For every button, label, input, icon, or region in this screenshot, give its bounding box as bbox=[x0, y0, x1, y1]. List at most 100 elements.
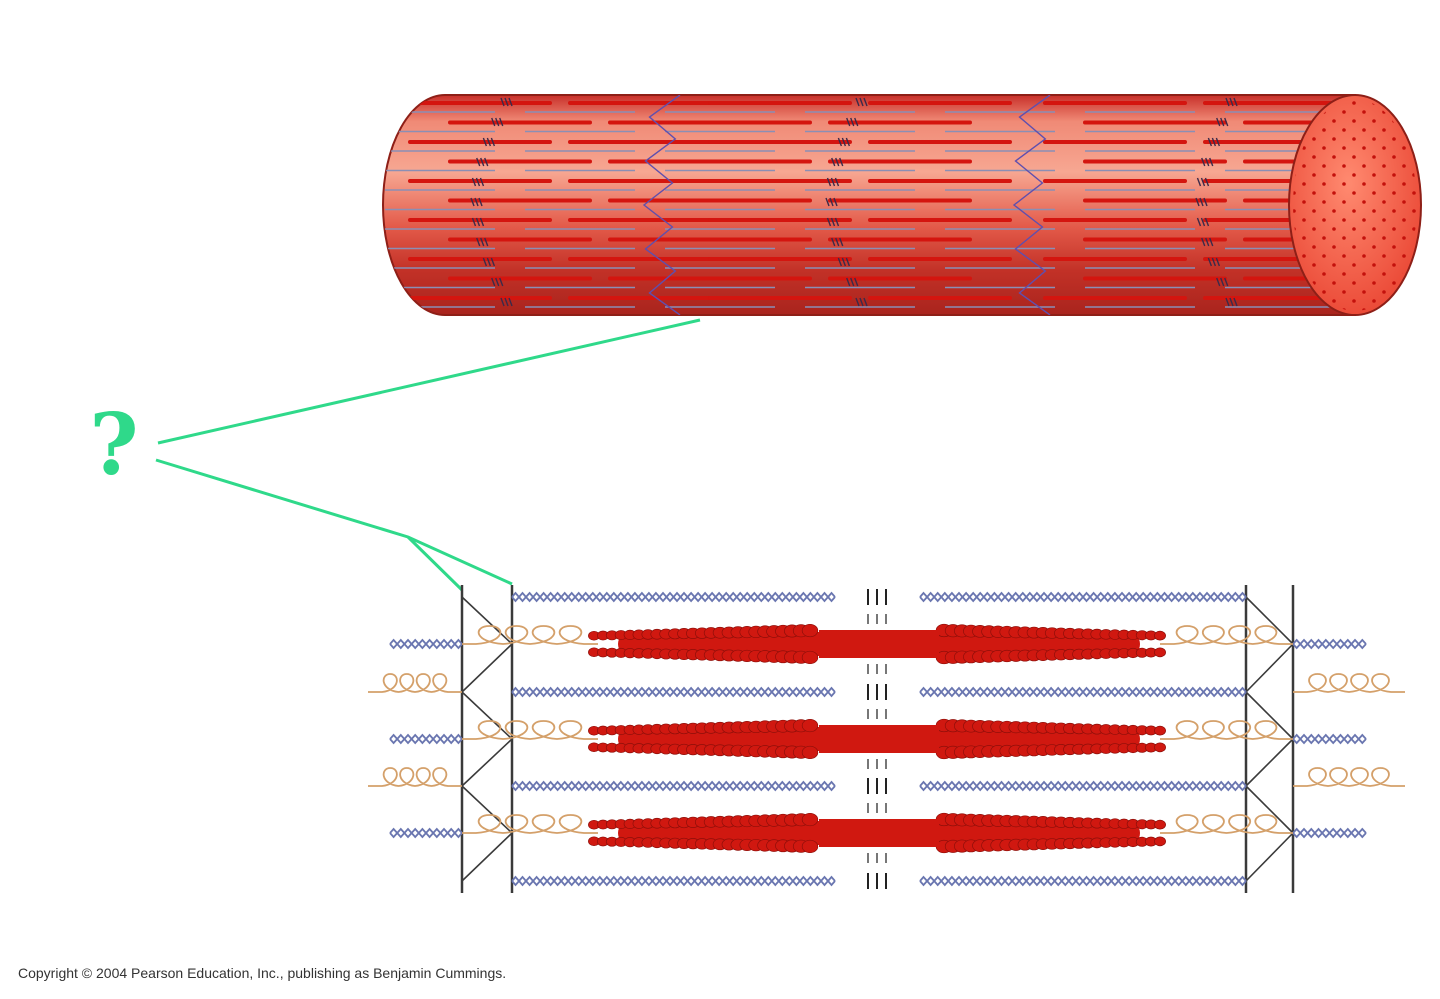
m-line-tick bbox=[508, 297, 513, 307]
m-line-tick bbox=[825, 197, 830, 207]
m-line-tick bbox=[491, 277, 496, 287]
m-line-tick bbox=[1207, 257, 1213, 267]
m-line-tick bbox=[479, 217, 485, 227]
m-line-tick bbox=[504, 297, 509, 307]
z-line-support bbox=[1245, 691, 1294, 740]
m-line-tick bbox=[471, 217, 477, 227]
actin-strand bbox=[919, 875, 1247, 887]
m-line-tick bbox=[1225, 97, 1230, 107]
pointer-lines bbox=[155, 318, 701, 592]
m-line-tick bbox=[1205, 157, 1210, 167]
m-line-tick bbox=[476, 237, 481, 247]
m-line-tick bbox=[476, 157, 481, 167]
myosin-head bbox=[1154, 742, 1166, 753]
m-line-tick bbox=[835, 237, 840, 247]
m-line-tick bbox=[1209, 157, 1214, 167]
titin-spring bbox=[1160, 720, 1293, 740]
m-line-tick bbox=[826, 177, 832, 187]
m-line-tick bbox=[1211, 137, 1217, 147]
m-line-tick bbox=[859, 97, 864, 107]
m-line-tick bbox=[1216, 117, 1221, 127]
m-line-tick bbox=[1204, 217, 1210, 227]
m-line-tick bbox=[831, 157, 836, 167]
z-line-support bbox=[461, 691, 513, 740]
m-line-tick bbox=[1233, 97, 1238, 107]
actin-strand bbox=[919, 591, 1247, 603]
m-line-tick bbox=[830, 217, 836, 227]
bare-zone bbox=[819, 630, 939, 658]
m-line-tick bbox=[482, 257, 488, 267]
muscle-fiber-icon bbox=[382, 94, 1422, 316]
bare-zone bbox=[819, 819, 939, 847]
m-line-tick bbox=[833, 197, 838, 207]
z-line-support bbox=[461, 738, 513, 787]
pointer-line-to-fiber bbox=[157, 318, 701, 445]
m-line-tick bbox=[839, 157, 844, 167]
m-line-tick bbox=[859, 297, 864, 307]
myosin-head bbox=[801, 623, 819, 638]
m-line-tick bbox=[1215, 257, 1221, 267]
m-line-tick bbox=[863, 97, 868, 107]
actin-strand bbox=[1292, 827, 1367, 839]
m-line-tick bbox=[831, 237, 836, 247]
m-line-tick bbox=[471, 177, 477, 187]
m-line-tick bbox=[508, 97, 513, 107]
m-line-tick bbox=[484, 157, 489, 167]
m-line-tick bbox=[1224, 117, 1229, 127]
m-line-tick bbox=[1220, 277, 1225, 287]
m-line-tick bbox=[829, 197, 834, 207]
z-line-support bbox=[461, 832, 513, 882]
myosin-head bbox=[1154, 647, 1166, 658]
m-line-tick bbox=[835, 157, 840, 167]
m-line-tick bbox=[490, 137, 496, 147]
m-line-tick bbox=[1195, 197, 1200, 207]
m-line-tick bbox=[1220, 117, 1225, 127]
m-line-tick bbox=[1233, 297, 1238, 307]
m-line-tick bbox=[834, 217, 840, 227]
z-line-support bbox=[1245, 785, 1294, 834]
m-line-tick bbox=[1201, 237, 1206, 247]
z-disc-seam bbox=[642, 95, 681, 315]
actin-strand bbox=[389, 733, 463, 745]
m-line-tick bbox=[863, 297, 868, 307]
titin-spring bbox=[462, 720, 598, 740]
break-marks bbox=[867, 589, 887, 889]
question-label: ? bbox=[89, 395, 138, 494]
m-line-tick bbox=[826, 217, 832, 227]
m-line-tick bbox=[470, 197, 475, 207]
myosin-head bbox=[801, 650, 819, 665]
myosin-head bbox=[801, 745, 819, 760]
m-line-tick bbox=[1209, 237, 1214, 247]
copyright-notice: Copyright © 2004 Pearson Education, Inc.… bbox=[18, 965, 506, 981]
myosin-head bbox=[801, 839, 819, 854]
actin-strand bbox=[511, 780, 836, 792]
m-line-tick bbox=[500, 97, 505, 107]
m-line-tick bbox=[475, 217, 481, 227]
z-line-support bbox=[461, 785, 513, 834]
bare-zone bbox=[819, 725, 939, 753]
m-line-tick bbox=[1207, 137, 1213, 147]
m-line-tick bbox=[474, 197, 479, 207]
m-line-tick bbox=[846, 277, 851, 287]
m-line-tick bbox=[1224, 277, 1229, 287]
m-line-tick bbox=[475, 177, 481, 187]
titin-spring bbox=[368, 767, 462, 787]
m-line-tick bbox=[1199, 197, 1204, 207]
titin-spring bbox=[1160, 814, 1293, 834]
z-line-support bbox=[1245, 832, 1294, 882]
m-line-tick bbox=[839, 237, 844, 247]
actin-strand bbox=[389, 827, 463, 839]
titin-springs bbox=[368, 625, 1405, 834]
m-line-tick bbox=[495, 117, 500, 127]
m-line-tick bbox=[855, 97, 860, 107]
titin-spring bbox=[368, 673, 462, 693]
m-line-tick bbox=[1200, 217, 1206, 227]
m-line-tick bbox=[1196, 217, 1202, 227]
thick-filaments bbox=[588, 623, 1166, 854]
m-line-tick bbox=[486, 257, 492, 267]
m-line-tick bbox=[834, 177, 840, 187]
m-line-tick bbox=[1229, 97, 1234, 107]
m-line-tick bbox=[504, 97, 509, 107]
myosin-head bbox=[801, 812, 819, 827]
